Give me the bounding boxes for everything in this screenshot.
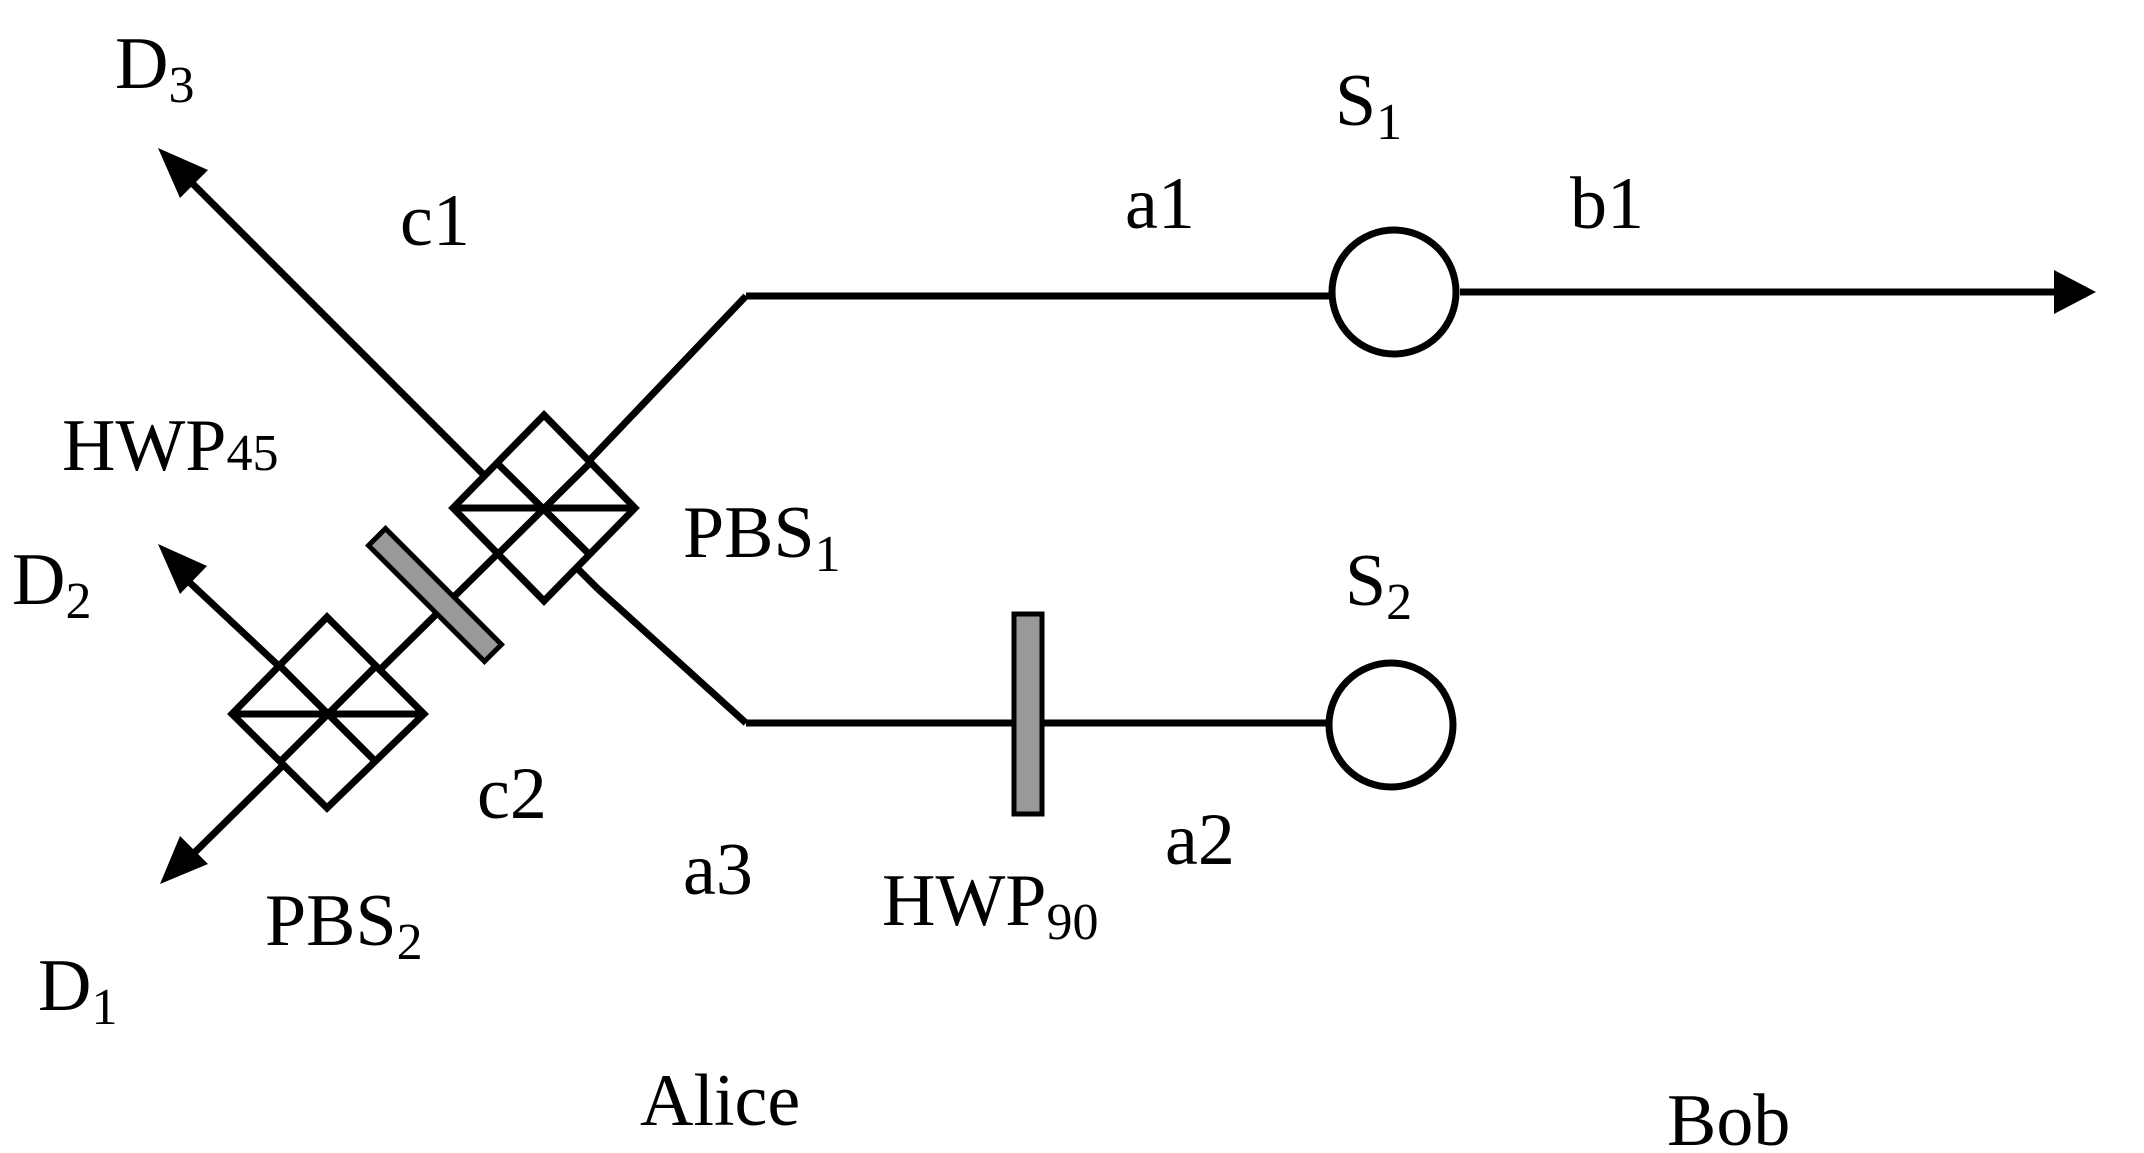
label-d1: D1	[38, 945, 117, 1036]
label-s1: S1	[1335, 60, 1402, 151]
labels: D3 c1 a1 S1 b1 HWP45 PBS1 D2 S2 c2 a2 a3…	[12, 23, 1790, 1153]
label-b1: b1	[1570, 163, 1644, 245]
sources	[1325, 226, 1460, 791]
label-pbs1: PBS1	[683, 492, 841, 583]
hwp45-plate	[364, 524, 506, 666]
label-s2: S2	[1345, 540, 1412, 631]
source-s2	[1325, 659, 1457, 791]
label-d2: D2	[12, 539, 91, 630]
arrowhead-b1	[2054, 270, 2096, 314]
hwp45-body	[364, 524, 506, 666]
pbs2-cube	[227, 612, 429, 813]
pbs1-diagonal-b	[494, 460, 593, 558]
arrowhead-d1	[160, 836, 208, 884]
label-c2: c2	[477, 753, 547, 835]
beam-a3-diagonal	[595, 586, 749, 726]
label-d3: D3	[115, 23, 194, 114]
label-a2: a2	[1165, 799, 1235, 881]
label-a3: a3	[683, 829, 753, 911]
pbs2-diagonal-b	[277, 663, 379, 765]
source-s1	[1328, 226, 1460, 358]
arrowhead-d3	[158, 148, 208, 198]
label-pbs2: PBS2	[265, 880, 423, 971]
label-a1: a1	[1125, 163, 1195, 245]
label-hwp90: HWP90	[882, 860, 1098, 951]
label-alice: Alice	[640, 1060, 800, 1142]
label-c1: c1	[400, 180, 470, 262]
hwp90-body	[1011, 611, 1045, 817]
hwp90-plate	[1011, 611, 1045, 817]
label-hwp45: HWP45	[62, 405, 278, 487]
arrowhead-d2	[158, 544, 207, 594]
label-bob: Bob	[1667, 1080, 1790, 1153]
arrowheads	[158, 148, 2096, 884]
pbs1-cube	[448, 409, 640, 607]
